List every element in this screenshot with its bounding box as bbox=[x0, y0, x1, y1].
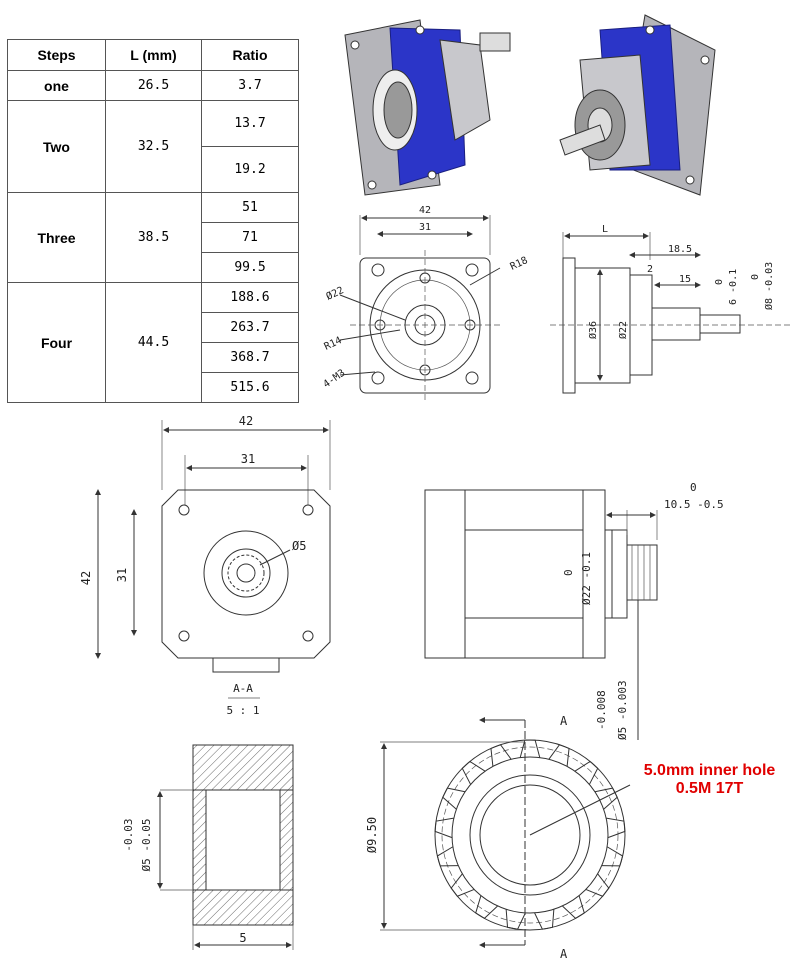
ratio-cell: 515.6 bbox=[201, 372, 299, 403]
gb-dim-42: 42 bbox=[419, 205, 431, 216]
section-label: A-A bbox=[233, 682, 253, 695]
ratio-cell: 13.7 bbox=[201, 100, 299, 147]
gearbox-side-view: L 18.5 15 2 0 6 -0.1 0 Ø8 -0.03 Ø36 Ø22 bbox=[550, 224, 790, 394]
motor-dim-h31: 31 bbox=[115, 568, 129, 582]
gearbox-3d-front bbox=[344, 19, 511, 196]
scale-label: 5 : 1 bbox=[226, 704, 259, 717]
annotation-inner-hole: 5.0mm inner hole 0.5M 17T bbox=[622, 762, 797, 798]
length-three: 38.5 bbox=[105, 192, 202, 283]
length-two: 32.5 bbox=[105, 100, 202, 193]
gear-label-a-bottom: A bbox=[560, 947, 568, 961]
gb-dim-m3: 4-M3 bbox=[321, 368, 347, 391]
gear-tooth bbox=[442, 787, 466, 810]
gear-face-view: A A Ø9.50 bbox=[365, 714, 631, 961]
ratio-cell: 368.7 bbox=[201, 342, 299, 373]
ratio-cell: 19.2 bbox=[201, 146, 299, 193]
gear-dim-d950: Ø9.50 bbox=[365, 817, 379, 853]
gb-dim-31: 31 bbox=[419, 222, 431, 233]
step-two: Two bbox=[7, 100, 106, 193]
step-three: Three bbox=[7, 192, 106, 283]
ratio-cell: 71 bbox=[201, 222, 299, 253]
gb-dim-185: 18.5 bbox=[668, 244, 692, 255]
motor-dim-d5tol: Ø5 -0.003 bbox=[616, 680, 629, 740]
gear-tooth bbox=[475, 895, 498, 919]
gear-tooth bbox=[505, 909, 526, 930]
gear-tooth bbox=[606, 817, 626, 839]
gear-tooth bbox=[574, 760, 599, 785]
gear-tooth bbox=[436, 846, 459, 867]
gb-dim-r14: R14 bbox=[323, 335, 344, 353]
ratio-cell: 3.7 bbox=[201, 70, 299, 101]
header-steps: Steps bbox=[7, 39, 106, 71]
motor-dim-d5: Ø5 bbox=[292, 539, 306, 553]
annotation-line-1: 5.0mm inner hole bbox=[643, 762, 776, 779]
gb-dim-6: 6 -0.1 bbox=[728, 269, 739, 305]
gear-tooth bbox=[519, 739, 541, 758]
motor-dim-0008: -0.008 bbox=[595, 690, 608, 730]
gear-tooth bbox=[490, 744, 512, 767]
gear-tooth bbox=[450, 873, 475, 897]
gearbox-3d-back bbox=[559, 14, 716, 196]
gb-dim-2: 2 bbox=[647, 264, 653, 275]
gb-dim-15: 15 bbox=[679, 274, 691, 285]
gb-dim-d8: Ø8 -0.03 bbox=[763, 262, 775, 310]
ratio-cell: 99.5 bbox=[201, 252, 299, 283]
gear-tol-a: -0.03 bbox=[122, 818, 135, 851]
motor-dim-d22: Ø22 -0.1 bbox=[580, 552, 593, 605]
motor-dim-0: 0 bbox=[690, 481, 697, 494]
gear-tooth bbox=[434, 817, 454, 839]
gear-dim-5: 5 bbox=[239, 931, 246, 945]
motor-dim-h42: 42 bbox=[79, 571, 93, 585]
gear-tol-b: Ø5 -0.05 bbox=[140, 819, 153, 872]
motor-dim-42: 42 bbox=[239, 414, 253, 428]
spec-table: Steps L (mm) Ratio one 26.5 3.7 Two 32.5… bbox=[7, 39, 299, 403]
motor-dim-105: 10.5 -0.5 bbox=[664, 498, 724, 511]
gb-dim-d36: Ø36 bbox=[587, 321, 599, 339]
gb-dim-0: 0 bbox=[714, 279, 725, 285]
step-four: Four bbox=[7, 282, 106, 403]
motor-dim-0b: 0 bbox=[562, 569, 575, 576]
ratio-cell: 51 bbox=[201, 192, 299, 223]
gear-tooth bbox=[534, 909, 555, 930]
gear-tooth bbox=[562, 895, 585, 919]
motor-front-view: 42 31 42 31 Ø5 A-A 5 : 1 bbox=[79, 414, 331, 717]
length-four: 44.5 bbox=[105, 282, 202, 403]
gearbox-front-view: 42 31 R18 Ø22 R14 4-M3 bbox=[321, 205, 530, 400]
gear-tooth bbox=[601, 846, 624, 867]
motor-side-view: 0 10.5 -0.5 0 Ø22 -0.1 -0.008 Ø5 -0.003 bbox=[424, 481, 724, 740]
step-one: one bbox=[7, 70, 106, 101]
motor-dim-31: 31 bbox=[241, 452, 255, 466]
gb-dim-d22: Ø22 bbox=[324, 284, 345, 303]
gear-tooth bbox=[548, 744, 570, 767]
gear-tooth bbox=[585, 873, 610, 897]
gear-section-view: -0.03 Ø5 -0.05 5 bbox=[122, 744, 294, 950]
annotation-line-2: 0.5M 17T bbox=[675, 780, 744, 797]
gb-dim-L: L bbox=[602, 224, 608, 235]
gb-dim-0b: 0 bbox=[750, 274, 761, 280]
gb-dim-r18: R18 bbox=[509, 255, 530, 273]
header-length: L (mm) bbox=[105, 39, 202, 71]
gb-dim-d22b: Ø22 bbox=[617, 321, 629, 339]
gear-tooth bbox=[461, 760, 486, 785]
gear-label-a-top: A bbox=[560, 714, 568, 728]
